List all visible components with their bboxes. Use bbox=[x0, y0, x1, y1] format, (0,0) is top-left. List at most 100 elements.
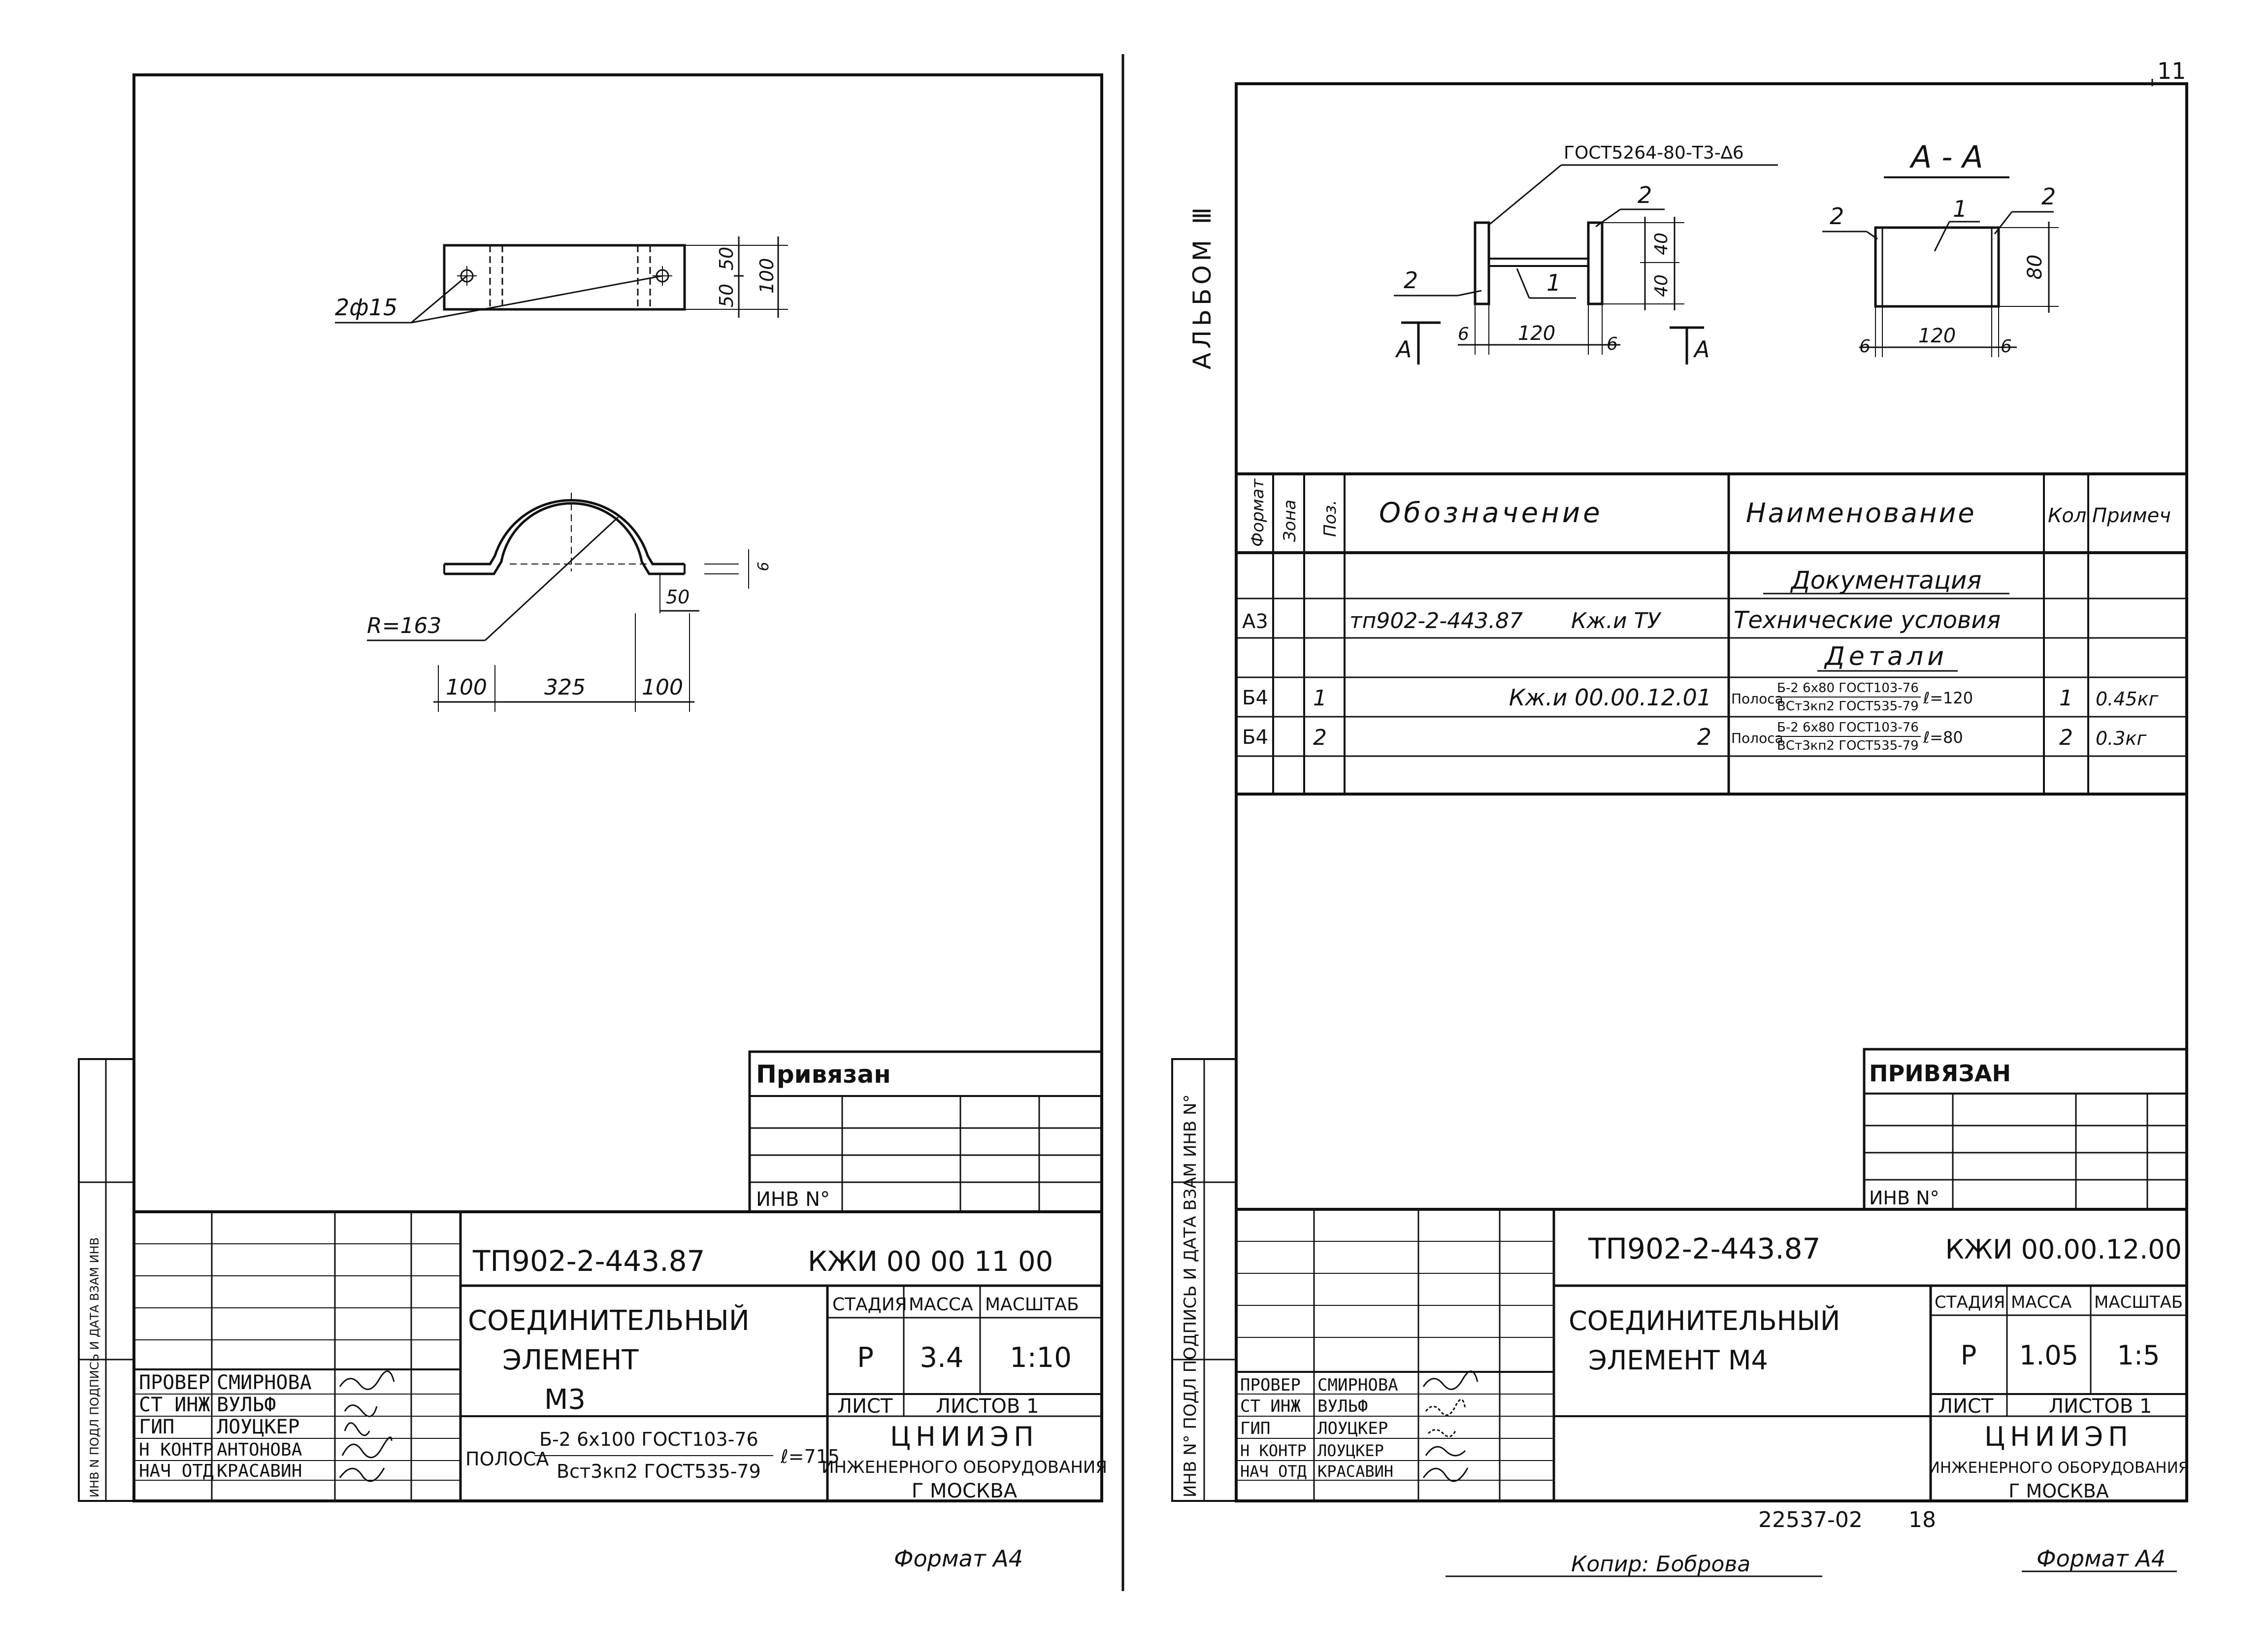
spec-row1-name-bottom: ВСт3кп2 ГОСТ535-79 bbox=[1777, 699, 1919, 714]
spec-row2-name-bottom: ВСт3кп2 ГОСТ535-79 bbox=[1777, 738, 1919, 753]
dim-80: 80 bbox=[2024, 255, 2046, 280]
spec-row2-name-len: ℓ=80 bbox=[1923, 728, 1963, 747]
left-name-4: КРАСАВИН bbox=[217, 1461, 302, 1481]
left-name-1: ВУЛЬФ bbox=[217, 1394, 276, 1416]
spec-row2-pos: 2 bbox=[1313, 725, 1327, 750]
spec-row1-note: 0.45кг bbox=[2096, 688, 2159, 710]
right-role-4: НАЧ ОТД bbox=[1240, 1462, 1307, 1481]
section-dim-6-right: 6 bbox=[2001, 336, 2012, 357]
right-sheet: 11 АЛЬБОМ Ⅲ ГОСТ5264-80-Т3-∆6 2 2 1 bbox=[1171, 58, 2189, 1577]
left-sheet-frame bbox=[132, 73, 1103, 1502]
archive-number: 22537-02 bbox=[1758, 1507, 1863, 1532]
spec-row1-name-top: Б-2 6х80 ГОСТ103-76 bbox=[1777, 681, 1919, 696]
right-signature-3 bbox=[1425, 1446, 1466, 1457]
left-stage-label: СТАДИЯ bbox=[832, 1295, 907, 1315]
right-section-view: А - А 1 2 2 80 6 120 6 bbox=[1822, 139, 2059, 357]
spec-row0-name: Технические условия bbox=[1734, 606, 2001, 634]
dim-len-mid: 325 bbox=[544, 675, 586, 700]
right-role-2: ГИП bbox=[1240, 1419, 1270, 1438]
left-signature-2 bbox=[344, 1422, 370, 1436]
right-name-4: КРАСАВИН bbox=[1317, 1462, 1393, 1481]
spec-section-docs: Документация bbox=[1790, 566, 1982, 595]
left-role-1: СТ ИНЖ bbox=[139, 1394, 210, 1416]
right-signature-1 bbox=[1425, 1398, 1466, 1416]
section-dim-6-left: 6 bbox=[1859, 336, 1871, 357]
cut-mark-left: А bbox=[1395, 336, 1412, 363]
left-signature-4 bbox=[339, 1467, 385, 1482]
left-role-4: НАЧ ОТД bbox=[139, 1461, 214, 1481]
left-org-line3: Г МОСКВА bbox=[912, 1480, 1018, 1502]
left-sheets-label: ЛИСТОВ 1 bbox=[936, 1395, 1039, 1418]
left-stage-value: Р bbox=[857, 1342, 874, 1374]
right-name-1: ВУЛЬФ bbox=[1317, 1396, 1368, 1416]
spec-header-designation: Обозначение bbox=[1379, 497, 1603, 529]
left-material-prefix: ПОЛОСА bbox=[465, 1448, 549, 1470]
spec-row0-format: А3 bbox=[1242, 610, 1268, 633]
spec-header-format: Формат bbox=[1248, 478, 1268, 547]
cut-mark-right: А bbox=[1693, 336, 1709, 363]
left-org-line1: ЦНИИЭП bbox=[890, 1421, 1039, 1452]
left-doc-number: КЖИ 00 00 11 00 bbox=[808, 1246, 1053, 1278]
section-dim-120: 120 bbox=[1918, 325, 1956, 347]
left-scale-label: МАСШТАБ bbox=[985, 1295, 1079, 1315]
left-signature-0 bbox=[339, 1370, 395, 1390]
right-signature-0 bbox=[1422, 1370, 1479, 1390]
right-side-strip: ИНВ N° ПОДЛ ПОДПИСЬ И ДАТА ВЗАМ ИНВ N° bbox=[1171, 1058, 1237, 1502]
left-title-line2: ЭЛЕМЕНТ bbox=[502, 1344, 639, 1376]
left-title-block: ПРОВЕР СМИРНОВА СТ ИНЖ ВУЛЬФ ГИП ЛОУЦКЕР… bbox=[132, 1210, 1107, 1502]
section-pos2-left: 2 bbox=[1830, 203, 1844, 230]
right-title-line1: СОЕДИНИТЕЛЬНЫЙ bbox=[1569, 1305, 1840, 1336]
dim-40-top: 40 bbox=[1651, 233, 1672, 255]
spec-row1-designation: Кж.и 00.00.12.01 bbox=[1509, 684, 1711, 711]
spec-header-name: Наименование bbox=[1746, 498, 1976, 529]
section-title: А - А bbox=[1909, 139, 1983, 175]
left-sheet-label: ЛИСТ bbox=[837, 1395, 893, 1418]
left-signature-3 bbox=[341, 1436, 393, 1459]
right-inv-no-label: ИНВ N° bbox=[1869, 1187, 1939, 1209]
left-clamp-elevation-view: R=163 6 50 100 325 100 bbox=[367, 493, 772, 712]
right-name-2: ЛОУЦКЕР bbox=[1317, 1419, 1388, 1438]
right-doc-number: КЖИ 00.00.12.00 bbox=[1945, 1234, 2182, 1265]
dim-height-100: 100 bbox=[756, 258, 778, 294]
right-title-block: ПРОВЕР СМИРНОВА СТ ИНЖ ВУЛЬФ ГИП ЛОУЦКЕР… bbox=[1235, 1208, 2189, 1502]
dim-len-right: 100 bbox=[642, 675, 683, 700]
spec-row1-qty: 1 bbox=[2059, 686, 2073, 711]
right-signature-4 bbox=[1422, 1467, 1469, 1482]
left-privyazan-block: Привязан ИНВ N° bbox=[748, 1050, 1103, 1213]
left-org-line2: ИНЖЕНЕРНОГО ОБОРУДОВАНИЯ bbox=[822, 1458, 1107, 1477]
left-mass-value: 3.4 bbox=[920, 1342, 963, 1374]
right-signature-2 bbox=[1427, 1429, 1456, 1437]
left-role-0: ПРОВЕР bbox=[139, 1371, 210, 1394]
left-role-2: ГИП bbox=[139, 1416, 174, 1438]
spec-header-zone: Зона bbox=[1280, 499, 1300, 542]
left-name-0: СМИРНОВА bbox=[217, 1371, 312, 1394]
left-role-3: Н КОНТР bbox=[139, 1440, 214, 1460]
left-scale-value: 1:10 bbox=[1010, 1342, 1072, 1374]
dim-40-bottom: 40 bbox=[1651, 274, 1672, 297]
spec-header-pos: Поз. bbox=[1320, 500, 1340, 537]
spec-row1-name-len: ℓ=120 bbox=[1923, 689, 1973, 707]
spec-row2-designation: 2 bbox=[1697, 724, 1711, 750]
spec-row1-pos: 1 bbox=[1313, 686, 1327, 711]
spec-table: Формат Зона Поз. Обозначение Наименовани… bbox=[1235, 472, 2188, 796]
spec-row2-qty: 2 bbox=[2059, 725, 2073, 750]
assembly-pos1: 1 bbox=[1546, 269, 1561, 296]
dim-6-left: 6 bbox=[1458, 324, 1469, 344]
right-stage-value: Р bbox=[1961, 1340, 1977, 1371]
section-pos2-right: 2 bbox=[2041, 183, 2056, 210]
right-role-3: Н КОНТР bbox=[1240, 1441, 1307, 1460]
dim-120-assembly: 120 bbox=[1518, 322, 1555, 345]
section-pos1: 1 bbox=[1953, 196, 1967, 222]
dim-6-right: 6 bbox=[1607, 334, 1618, 354]
left-sheet: 2ф15 50 50 100 R=163 bbox=[78, 73, 1107, 1572]
left-title-line1: СОЕДИНИТЕЛЬНЫЙ bbox=[468, 1304, 750, 1337]
dim-top-50: 50 bbox=[716, 247, 737, 270]
left-signature-1 bbox=[344, 1404, 378, 1417]
right-format-label: Формат А4 bbox=[2037, 1545, 2166, 1572]
spec-row2-name-prefix: Полоса bbox=[1731, 730, 1783, 746]
spec-row1-name-prefix: Полоса bbox=[1731, 691, 1783, 707]
right-org-line2: ИНЖЕНЕРНОГО ОБОРУДОВАНИЯ bbox=[1929, 1459, 2189, 1477]
left-name-2: ЛОУЦКЕР bbox=[217, 1416, 300, 1438]
spec-row2-note: 0.3кг bbox=[2096, 728, 2147, 749]
